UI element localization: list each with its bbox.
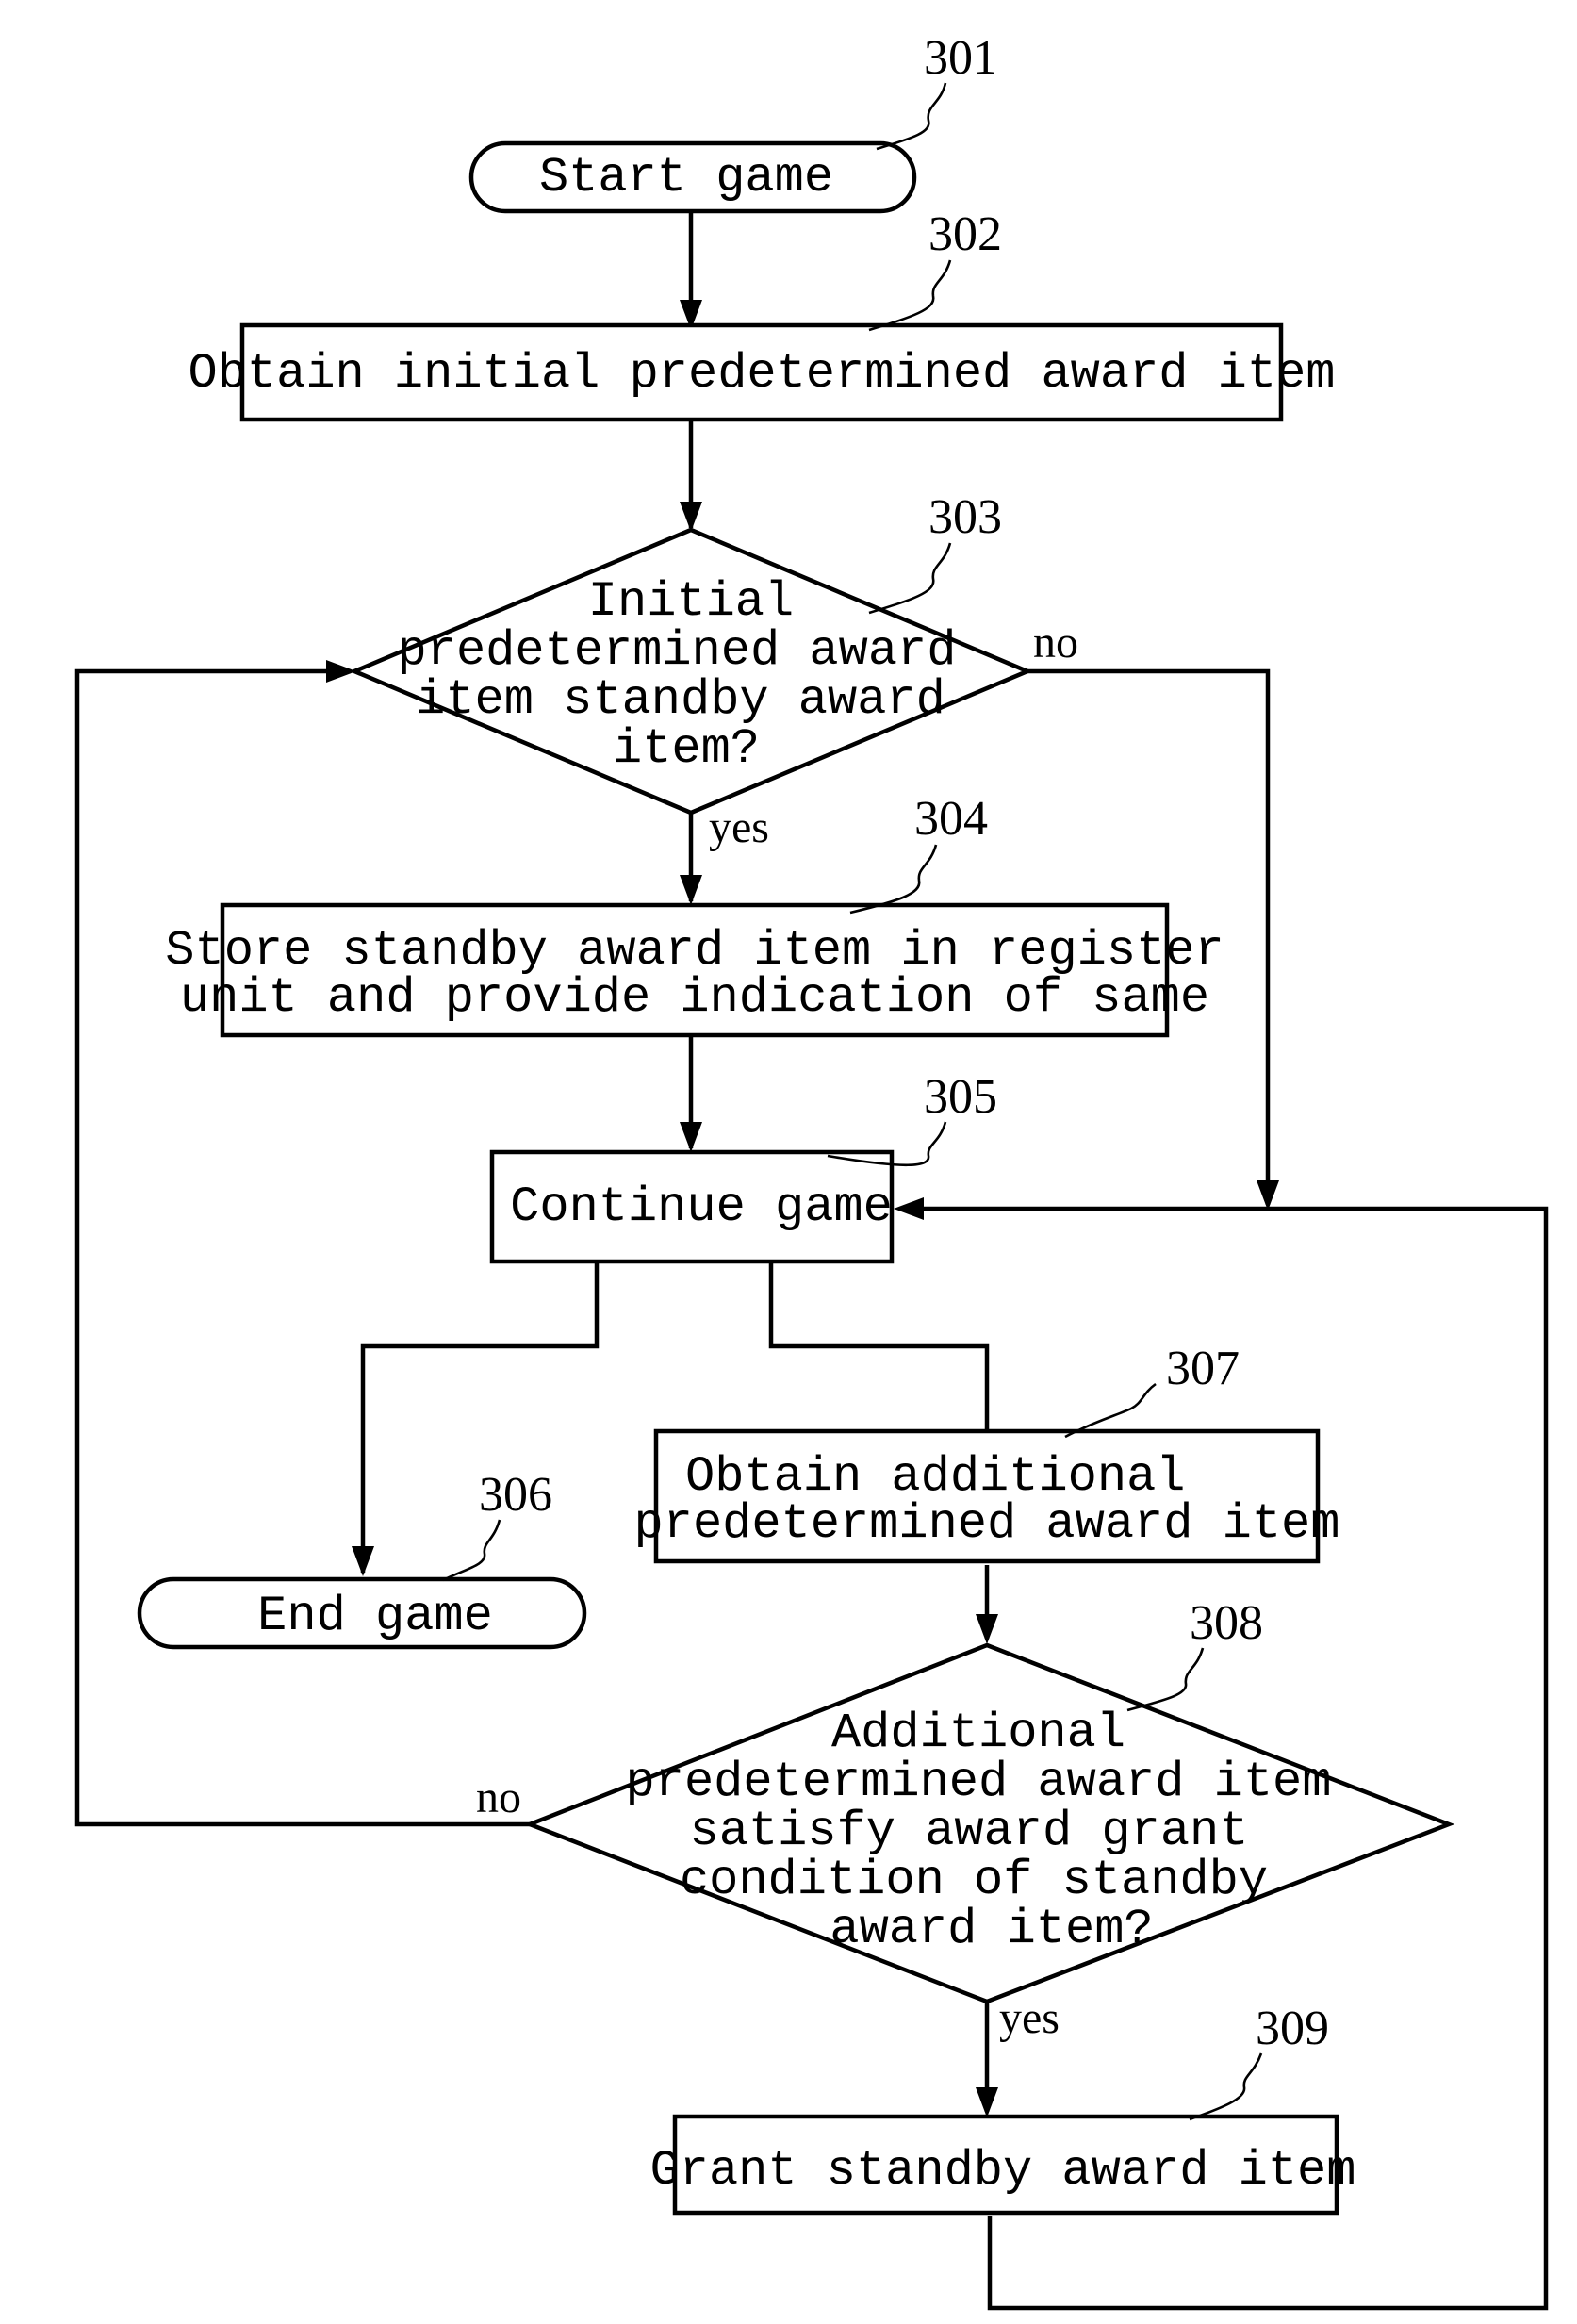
decision-additional-yes-label: yes: [999, 1993, 1060, 2043]
arrowhead: [680, 1122, 702, 1152]
arrowhead: [976, 2087, 998, 2118]
arrow-decision-additional-no-path: [77, 671, 530, 1824]
arrow-continue-to-end: [363, 1261, 597, 1573]
decision-additional-no-label: no: [476, 1772, 521, 1822]
decision-initial-yes-label: yes: [709, 802, 769, 852]
continue-label: Continue game: [510, 1179, 893, 1235]
decision-initial-line-1: Initial: [588, 574, 794, 630]
node-store: Store standby award item in register uni…: [165, 792, 1224, 1035]
obtain-initial-leader: [869, 260, 950, 330]
start-ref: 301: [924, 31, 997, 85]
arrowhead: [352, 1546, 374, 1576]
start-leader: [877, 83, 945, 149]
end-ref: 306: [479, 1468, 552, 1522]
arrowhead: [1257, 1180, 1279, 1211]
decision-additional-line-3: satisfy award grant: [690, 1804, 1249, 1859]
decision-initial-no-label: no: [1033, 618, 1078, 668]
node-continue: Continue game 305: [492, 1070, 997, 1261]
arrowhead: [976, 1614, 998, 1644]
decision-additional-ref: 308: [1190, 1596, 1263, 1650]
start-label: Start game: [539, 150, 833, 206]
store-leader: [850, 845, 936, 913]
store-ref: 304: [914, 792, 988, 846]
store-line-2: unit and provide indication of same: [180, 970, 1209, 1026]
decision-initial-line-3: item standby award: [416, 672, 945, 728]
arrowhead: [894, 1197, 924, 1220]
obtain-additional-leader: [1065, 1384, 1156, 1437]
grant-label: Grant standby award item: [650, 2143, 1356, 2199]
arrowhead: [680, 502, 702, 532]
continue-ref: 305: [924, 1070, 997, 1124]
obtain-initial-ref: 302: [928, 207, 1002, 261]
decision-initial-line-2: predetermined award: [398, 623, 957, 679]
decision-additional-line-1: Additional: [831, 1706, 1125, 1761]
end-leader: [443, 1520, 500, 1580]
decision-initial-ref: 303: [928, 490, 1002, 544]
obtain-additional-ref: 307: [1166, 1342, 1240, 1395]
obtain-additional-line-2: predetermined award item: [634, 1496, 1340, 1552]
decision-additional-leader: [1127, 1648, 1203, 1710]
decision-additional-line-5: award item?: [830, 1902, 1153, 1957]
node-decision-additional: Additional predetermined award item sati…: [476, 1596, 1449, 2043]
node-start: Start game 301: [471, 31, 997, 211]
decision-initial-leader: [869, 543, 950, 613]
decision-additional-line-4: condition of standby: [680, 1853, 1268, 1908]
grant-ref: 309: [1256, 2002, 1329, 2055]
grant-leader: [1190, 2053, 1261, 2119]
arrowhead: [680, 875, 702, 905]
decision-initial-line-4: item?: [613, 721, 760, 777]
obtain-initial-label: Obtain initial predetermined award item: [189, 346, 1336, 402]
node-obtain-initial: Obtain initial predetermined award item …: [189, 207, 1336, 420]
arrow-continue-to-obtain-additional: [771, 1261, 987, 1431]
end-label: End game: [257, 1589, 493, 1644]
decision-additional-line-2: predetermined award item: [626, 1755, 1332, 1810]
